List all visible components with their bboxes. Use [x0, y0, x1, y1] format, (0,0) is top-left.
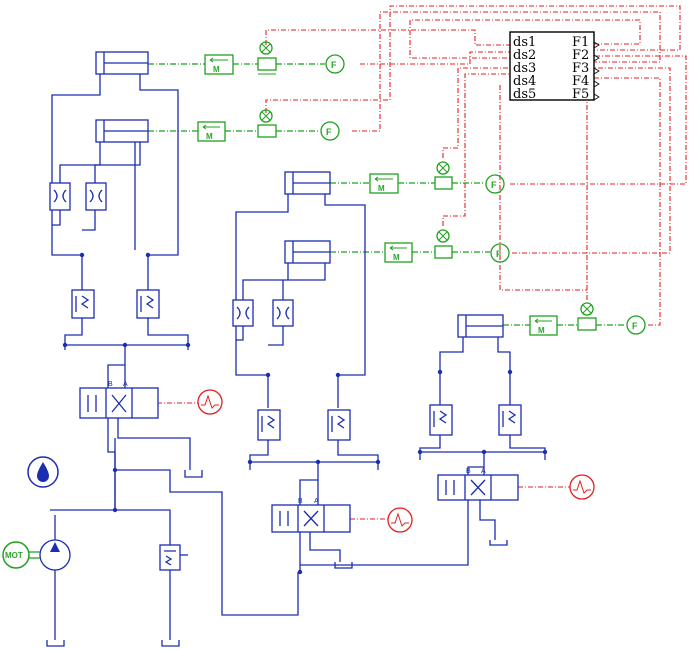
signal-block: ds1 ds2 ds3 ds4 ds5 F1 F2 F3 F4 F5 [509, 31, 600, 102]
block-input-ds3: ds3 [513, 61, 536, 76]
fluid-drop-icon [37, 462, 49, 482]
port-a-label: A [314, 498, 319, 505]
force-source-label: F [331, 60, 337, 70]
junction-dots [62, 252, 548, 575]
pump [39, 539, 71, 571]
force-source-label: F [632, 321, 638, 331]
cylinder-3 [284, 171, 331, 195]
throttle-check-valve [85, 182, 107, 211]
mech-chain-2: M F [197, 109, 340, 142]
mech-chain-5: M F [529, 302, 646, 336]
mass-label: M [206, 132, 213, 141]
force-source-label: F [326, 127, 332, 137]
fluid-properties [27, 456, 59, 488]
port-a-label: A [481, 468, 486, 475]
block-input-ds5: ds5 [513, 87, 536, 102]
mechanical-lines [148, 63, 625, 326]
pressure-valve [498, 404, 522, 436]
port-b-label: B [298, 498, 303, 505]
pressure-valve [71, 289, 95, 319]
mech-chain-3: M F [369, 161, 505, 194]
throttle-check-valve [49, 182, 71, 211]
mech-chain-4: M F [384, 229, 510, 263]
block-input-ds1: ds1 [513, 35, 536, 50]
port-b-label: B [108, 381, 113, 388]
cylinder-5 [457, 314, 504, 338]
cylinder-4 [284, 240, 331, 264]
motor-label: MOT [5, 551, 23, 560]
mech-chain-1: M F [204, 41, 345, 75]
circuit-2-lines [235, 194, 379, 572]
signal-lines [157, 5, 687, 520]
pressure-valve [429, 404, 453, 436]
circuit-1-lines [51, 74, 191, 510]
displacement-sensor-icon [259, 109, 273, 123]
throttle-check-valve [232, 299, 254, 327]
displacement-sensor-icon [580, 302, 594, 316]
block-output-f4: F4 [572, 74, 589, 89]
mass-label: M [213, 65, 220, 74]
displacement-sensor-icon [259, 41, 273, 55]
block-output-f5: F5 [572, 87, 589, 102]
cylinder-1 [95, 51, 149, 75]
directional-valve-3: B A [437, 468, 519, 501]
cylinder-2 [95, 119, 149, 143]
block-input-ds2: ds2 [513, 48, 536, 63]
pressure-valve [327, 409, 351, 441]
mass-label: M [538, 326, 545, 335]
displacement-sensor-icon [436, 161, 450, 175]
pressure-valve [257, 409, 281, 441]
directional-valve-1: B A [79, 381, 159, 419]
directional-valve-2: B A [271, 498, 351, 533]
force-source-label: F [491, 180, 497, 190]
throttle-check-valve [272, 299, 294, 327]
block-input-ds4: ds4 [513, 74, 536, 89]
supply-lines [50, 438, 299, 640]
tank-symbols [46, 470, 508, 647]
signal-source [197, 389, 223, 415]
port-a-label: A [123, 381, 128, 388]
pressure-valve [136, 289, 160, 319]
block-output-f1: F1 [572, 35, 589, 50]
mass-label: M [393, 253, 400, 262]
motor: MOT [2, 541, 40, 569]
port-b-label: B [466, 468, 471, 475]
block-output-f2: F2 [572, 48, 589, 63]
signal-source [569, 474, 595, 500]
relief-valve [159, 544, 181, 571]
displacement-sensor-icon [436, 229, 450, 243]
force-source-label: F [496, 249, 502, 259]
block-output-f3: F3 [572, 61, 589, 76]
mass-label: M [378, 184, 385, 193]
signal-source [387, 507, 413, 533]
